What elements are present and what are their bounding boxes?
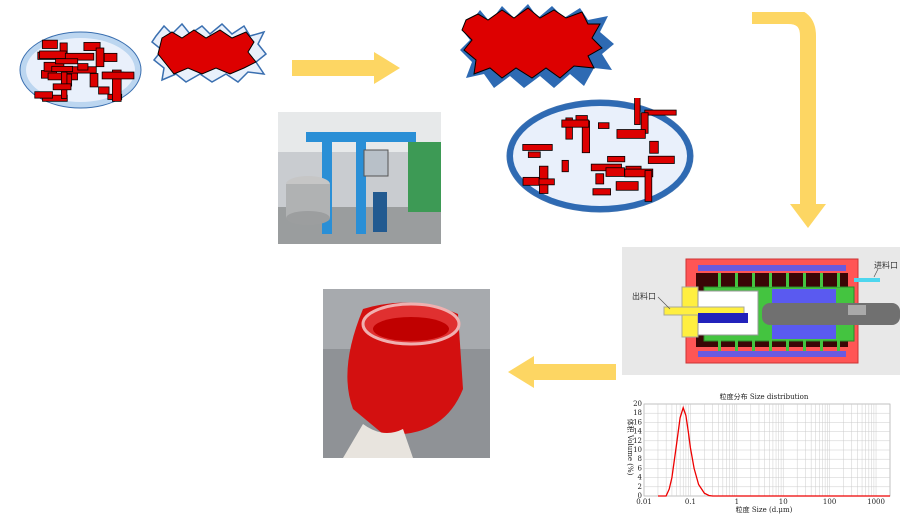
pigment-particle [647, 155, 675, 164]
pigment-particle [561, 159, 569, 173]
arrow-right [292, 52, 400, 84]
wetted-pigment-cluster [506, 98, 694, 213]
y-tick-label: 16 [633, 418, 642, 426]
x-tick-label: 0.01 [636, 498, 652, 506]
pigment-particle [598, 122, 610, 129]
pigment-particle [89, 73, 99, 88]
chart-xlabel: 粒度 Size (d.μm) [736, 505, 793, 514]
x-tick-label: 1 [735, 498, 739, 506]
chart-title: 粒度分布 Size distribution [720, 392, 809, 401]
y-tick-label: 12 [633, 437, 642, 445]
y-tick-label: 0 [638, 492, 642, 500]
pigment-particle [615, 181, 639, 191]
pigment-particle [52, 83, 72, 91]
y-tick-label: 14 [633, 428, 642, 436]
y-tick-label: 10 [633, 446, 642, 454]
pigment-particle [95, 47, 105, 68]
pigment-particle [644, 109, 677, 116]
bent-arrow-down [752, 12, 826, 228]
pigment-particle [64, 52, 95, 61]
pigment-particle [83, 42, 101, 51]
bead-mill-diagram: 出料口 进料口 [622, 247, 900, 375]
x-tick-label: 0.1 [685, 498, 696, 506]
inlet-label: 进料口 [874, 260, 898, 270]
pigment-particle [55, 58, 79, 65]
x-tick-label: 100 [823, 498, 836, 506]
chart-ylabel: 体积 Volume (%) [626, 419, 635, 476]
pigment-particle [101, 71, 135, 80]
outlet-label: 出料口 [632, 291, 656, 301]
pigment-particle [39, 50, 67, 59]
pigment-particle [561, 119, 590, 128]
pigment-particle [522, 176, 540, 186]
pigment-particle [616, 129, 646, 139]
x-tick-label: 1000 [867, 498, 885, 506]
pigment-particle [595, 173, 605, 185]
pigment-aggregate-cluster [19, 31, 142, 109]
pigment-particle [624, 168, 654, 178]
pigment-particle [634, 98, 641, 125]
y-tick-label: 8 [638, 455, 642, 463]
distribution-curve [658, 405, 890, 497]
y-tick-label: 6 [638, 464, 643, 472]
pigment-particle [98, 86, 110, 95]
pigment-particle [644, 170, 653, 202]
pigment-particle [527, 151, 541, 158]
pigment-particle [103, 52, 118, 62]
pigment-particle [77, 63, 89, 71]
pigment-particle [51, 65, 74, 72]
y-tick-label: 20 [633, 400, 642, 408]
x-tick-label: 10 [779, 498, 788, 506]
pigment-particle [34, 91, 53, 99]
size-distribution-chart: 粒度分布 Size distribution 粒度 Size (d.μm) 体积… [622, 392, 898, 514]
disperser-photo [278, 112, 441, 244]
y-tick-label: 2 [638, 483, 642, 491]
pigment-particle [41, 39, 58, 49]
pigment-particle [522, 144, 553, 151]
y-tick-label: 18 [633, 409, 642, 417]
red-dispersion-photo [323, 289, 490, 458]
pigment-particle [592, 188, 611, 196]
pigment-particle [605, 167, 625, 177]
pigment-particle [607, 155, 626, 163]
pigment-particle [649, 140, 659, 154]
y-tick-label: 4 [638, 474, 643, 482]
wetting-agent-blob [150, 22, 268, 83]
arrow-left [508, 356, 616, 388]
wetted-pigment-blob [460, 4, 614, 88]
